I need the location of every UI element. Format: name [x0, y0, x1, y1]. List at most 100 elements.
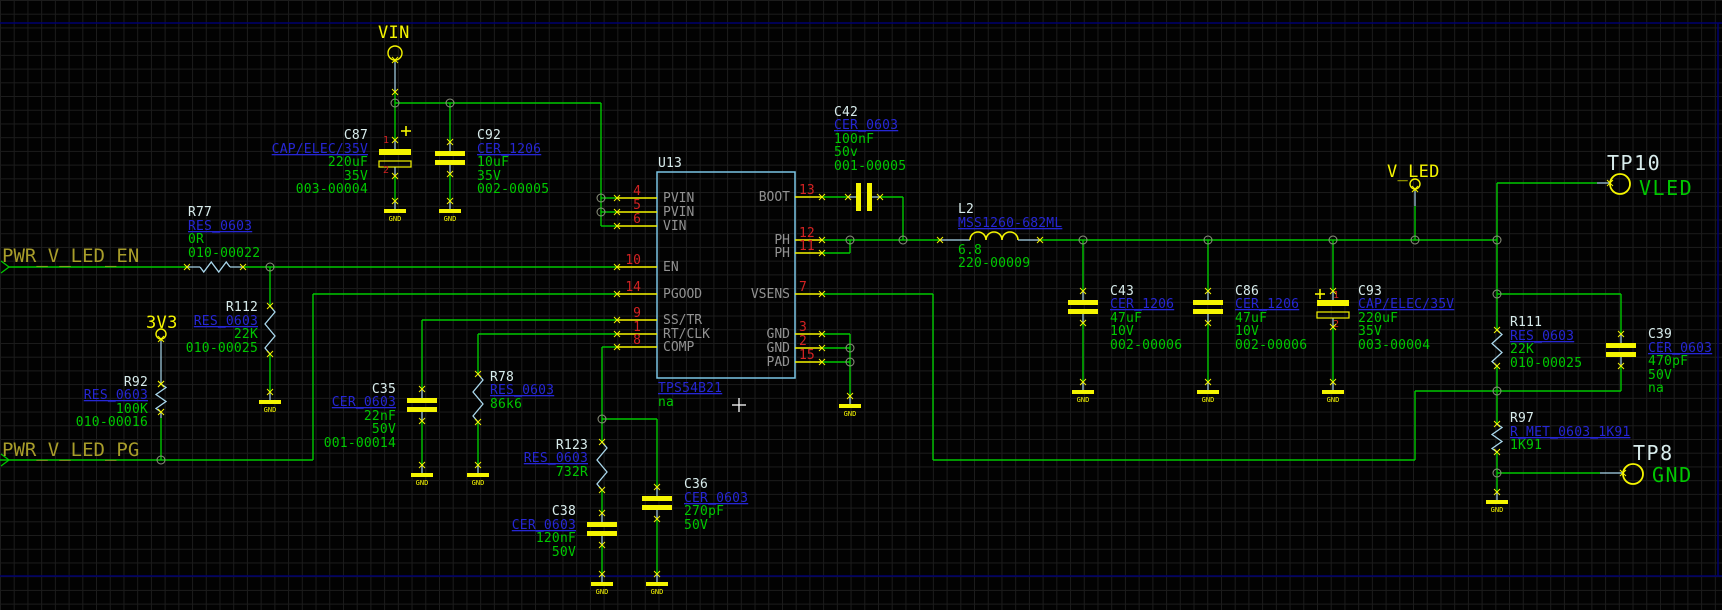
resistor-R123[interactable]: [596, 441, 608, 491]
label-001-00005[interactable]: 001-00005: [834, 159, 906, 174]
inductor-L2[interactable]: [969, 231, 1019, 241]
capacitor-C87[interactable]: [379, 149, 411, 155]
label-22k[interactable]: 22K: [234, 327, 258, 342]
label-c36[interactable]: C36: [684, 477, 708, 492]
gnd-symbol[interactable]: [1072, 390, 1094, 394]
label-002-00006[interactable]: 002-00006: [1235, 338, 1307, 353]
label-res-0603[interactable]: RES_0603: [194, 314, 258, 329]
label-10uf[interactable]: 10uF: [477, 155, 509, 170]
label-003-00004[interactable]: 003-00004: [1358, 338, 1430, 353]
testpoint-tp10[interactable]: [1609, 173, 1631, 195]
capacitor-C38[interactable]: [587, 531, 617, 536]
capacitor-C93[interactable]: [1317, 300, 1349, 306]
capacitor-C35[interactable]: [407, 407, 437, 412]
label-c86[interactable]: C86: [1235, 284, 1259, 299]
label-r123[interactable]: R123: [556, 438, 588, 453]
label-na[interactable]: na: [658, 395, 674, 410]
label-res-0603[interactable]: RES_0603: [188, 219, 252, 234]
label-002-00006[interactable]: 002-00006: [1110, 338, 1182, 353]
label-35v[interactable]: 35V: [1358, 324, 1382, 339]
resistor-R78[interactable]: [472, 373, 484, 423]
capacitor-C43[interactable]: [1068, 300, 1098, 305]
capacitor-C87[interactable]: [378, 160, 412, 168]
capacitor-C93[interactable]: [1316, 311, 1350, 319]
label-22nf[interactable]: 22nF: [364, 409, 396, 424]
label-na[interactable]: na: [1648, 381, 1664, 396]
resistor-R92[interactable]: [154, 383, 168, 413]
label-cap-elec-35v[interactable]: CAP/ELEC/35V: [272, 142, 368, 157]
label-47uf[interactable]: 47uF: [1235, 311, 1267, 326]
label-r-met-0603-1k91[interactable]: R_MET_0603_1K91: [1510, 425, 1630, 440]
label-cap-elec-35v[interactable]: CAP/ELEC/35V: [1358, 297, 1454, 312]
gnd-symbol[interactable]: [1197, 390, 1219, 394]
capacitor-C43[interactable]: [1068, 309, 1098, 314]
label-gnd[interactable]: GND: [1652, 463, 1693, 487]
label-vled[interactable]: VLED: [1639, 176, 1693, 200]
label-120nf[interactable]: 120nF: [536, 531, 576, 546]
label-010-00025[interactable]: 010-00025: [1510, 356, 1582, 371]
label-50v[interactable]: 50V: [684, 518, 708, 533]
label-50v[interactable]: 50V: [372, 422, 396, 437]
label-c87[interactable]: C87: [344, 128, 368, 143]
label-r97[interactable]: R97: [1510, 411, 1534, 426]
capacitor-C39[interactable]: [1606, 343, 1636, 348]
label-35v[interactable]: 35V: [477, 169, 501, 184]
label-cer-1206[interactable]: CER_1206: [1235, 297, 1299, 312]
label-50v[interactable]: 50V: [552, 545, 576, 560]
label-c93[interactable]: C93: [1358, 284, 1382, 299]
label-10v[interactable]: 10V: [1235, 324, 1259, 339]
resistor-R112[interactable]: [264, 305, 276, 355]
label-220uf[interactable]: 220uF: [1358, 311, 1398, 326]
capacitor-C86[interactable]: [1193, 300, 1223, 305]
label-cer-0603[interactable]: CER_0603: [332, 395, 396, 410]
label-c39[interactable]: C39: [1648, 327, 1672, 342]
label-r111[interactable]: R111: [1510, 315, 1542, 330]
gnd-symbol[interactable]: [467, 473, 489, 477]
capacitor-C36[interactable]: [642, 505, 672, 510]
label-22k[interactable]: 22K: [1510, 342, 1534, 357]
label-0r[interactable]: 0R: [188, 232, 204, 247]
label-6-8[interactable]: 6.8: [958, 243, 982, 258]
label-c35[interactable]: C35: [372, 382, 396, 397]
label-1k91[interactable]: 1K91: [1510, 438, 1542, 453]
label-res-0603[interactable]: RES_0603: [1510, 329, 1574, 344]
capacitor-C42[interactable]: [856, 183, 861, 211]
label-cer-0603[interactable]: CER_0603: [684, 491, 748, 506]
label-220uf[interactable]: 220uF: [328, 155, 368, 170]
label-47uf[interactable]: 47uF: [1110, 311, 1142, 326]
label-cer-1206[interactable]: CER_1206: [1110, 297, 1174, 312]
label-cer-0603[interactable]: CER_0603: [1648, 341, 1712, 356]
label-cer-1206[interactable]: CER_1206: [477, 142, 541, 157]
label-220-00009[interactable]: 220-00009: [958, 256, 1030, 271]
label-tps54b21[interactable]: TPS54B21: [658, 381, 722, 396]
label-l2[interactable]: L2: [958, 202, 974, 217]
power-port-vin[interactable]: [387, 45, 403, 61]
label-mss1260-682ml[interactable]: MSS1260-682ML: [958, 216, 1062, 231]
label-r92[interactable]: R92: [124, 375, 148, 390]
label-c42[interactable]: C42: [834, 105, 858, 120]
ic-U13[interactable]: [656, 171, 796, 379]
gnd-symbol[interactable]: [1322, 390, 1344, 394]
capacitor-C92[interactable]: [435, 160, 465, 165]
label-c43[interactable]: C43: [1110, 284, 1134, 299]
label-r77[interactable]: R77: [188, 205, 212, 220]
gnd-symbol[interactable]: [1486, 500, 1508, 504]
label-res-0603[interactable]: RES_0603: [490, 383, 554, 398]
label-100nf[interactable]: 100nF: [834, 132, 874, 147]
label-010-00016[interactable]: 010-00016: [76, 415, 148, 430]
offpage-connector-icon[interactable]: [0, 260, 11, 274]
gnd-symbol[interactable]: [259, 400, 281, 404]
label-010-00022[interactable]: 010-00022: [188, 246, 260, 261]
gnd-symbol[interactable]: [591, 582, 613, 586]
gnd-symbol[interactable]: [646, 582, 668, 586]
offpage-connector-icon[interactable]: [0, 453, 11, 467]
capacitor-C35[interactable]: [407, 398, 437, 403]
label-50v[interactable]: 50v: [834, 145, 858, 160]
label-270pf[interactable]: 270pF: [684, 504, 724, 519]
label-50v[interactable]: 50V: [1648, 368, 1672, 383]
capacitor-C39[interactable]: [1606, 352, 1636, 357]
label-35v[interactable]: 35V: [344, 169, 368, 184]
label-tp10[interactable]: TP10: [1607, 151, 1661, 175]
resistor-R111[interactable]: [1491, 329, 1503, 367]
